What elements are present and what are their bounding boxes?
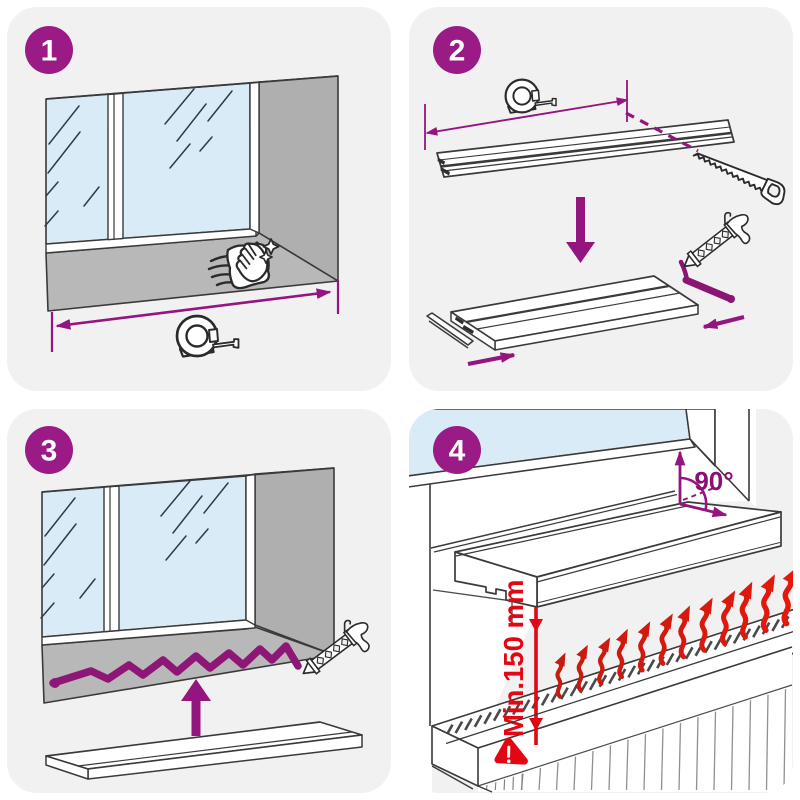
svg-text:Min.150 mm: Min.150 mm xyxy=(498,580,529,737)
svg-text:1: 1 xyxy=(41,35,58,68)
svg-text:4: 4 xyxy=(449,435,466,468)
svg-text:90°: 90° xyxy=(694,466,733,496)
svg-text:2: 2 xyxy=(449,35,466,68)
svg-text:3: 3 xyxy=(41,435,58,468)
